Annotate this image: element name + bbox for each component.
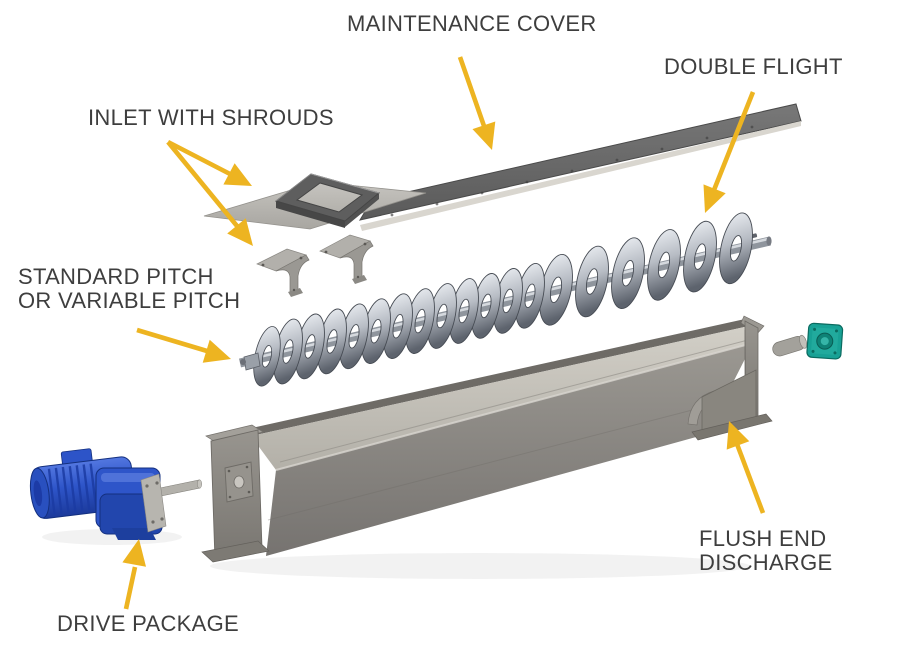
inlet-arrow-upper: [166, 139, 252, 186]
inlet-with-shrouds-part: [203, 173, 427, 230]
pitch-label-line2: OR VARIABLE PITCH: [18, 288, 241, 313]
double-flight-arrow: [703, 91, 756, 213]
shroud-bracket-left: [256, 248, 310, 297]
drive-package-label: DRIVE PACKAGE: [57, 611, 239, 636]
flush-label-line1: FLUSH END: [699, 526, 827, 551]
maintenance-cover-arrow: [457, 56, 496, 150]
callout-arrows: [122, 56, 766, 610]
maintenance-cover-label: MAINTENANCE COVER: [347, 11, 597, 36]
hanger-bearing-part: [806, 322, 844, 360]
auger-drive-stub: [240, 352, 261, 371]
inlet-arrow-lower: [166, 140, 253, 246]
shroud-bracket-right: [319, 234, 374, 284]
cover-bolts: [390, 125, 754, 217]
trough-left-end: [201, 424, 270, 563]
screw-auger-part: [238, 209, 772, 389]
drive-package-arrow: [122, 539, 146, 610]
drive-package-part: [29, 448, 202, 540]
flush-end-arrow: [726, 421, 766, 514]
pitch-label: STANDARD PITCH OR VARIABLE PITCH: [18, 265, 240, 313]
maintenance-cover-part: [358, 103, 802, 231]
pitch-label-line1: STANDARD PITCH: [18, 264, 214, 289]
pitch-arrow: [136, 327, 231, 363]
flush-label-line2: DISCHARGE: [699, 550, 833, 575]
flush-end-discharge-label: FLUSH END DISCHARGE: [699, 527, 833, 575]
double-flight-label: DOUBLE FLIGHT: [664, 54, 843, 79]
trough-part: [201, 315, 765, 563]
shaft-stub-part: [772, 334, 808, 357]
inlet-with-shrouds-label: INLET WITH SHROUDS: [88, 105, 334, 130]
shaft-mount-plate: [140, 473, 167, 533]
